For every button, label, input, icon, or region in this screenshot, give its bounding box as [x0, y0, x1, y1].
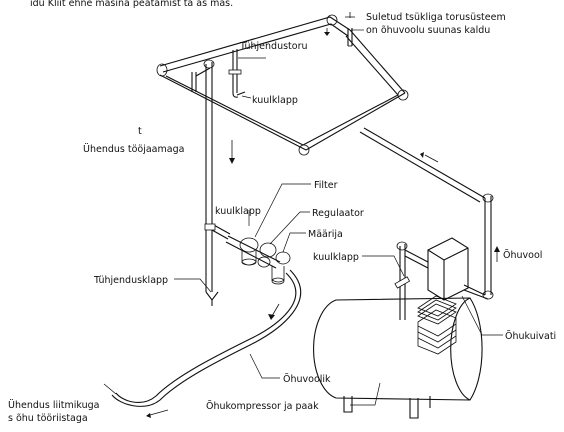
label-air-dryer: Õhukuivati: [505, 330, 556, 342]
left-connector: [195, 67, 211, 77]
label-ball-valve-top: kuulklapp: [252, 95, 298, 106]
frl-unit: [225, 235, 291, 285]
compressor-head: [417, 295, 457, 355]
label-closed-loop-2: on õhuvoolu suunas kaldu: [366, 25, 490, 36]
label-air-hose: Õhuvoolik: [283, 373, 331, 385]
left-drop: [191, 72, 197, 92]
air-dryer: [427, 237, 469, 301]
label-coupling-2: s õhu tööriistaga: [8, 413, 88, 424]
compressor-tank: [313, 297, 483, 419]
label-drain-valve: Tühjendusklapp: [93, 275, 168, 286]
right-riser: [359, 127, 494, 300]
tank-valve-pipe: [394, 241, 429, 320]
label-filter: Filter: [314, 180, 338, 191]
drain-pipe-drop: [228, 49, 246, 98]
header-text: idu Kliit ehne masina peatamist ta as ma…: [30, 0, 233, 9]
closed-loop-piping: [156, 12, 409, 156]
label-compressor-tank: Õhukompressor ja paak: [206, 400, 319, 412]
label-regulator: Regulaator: [312, 208, 364, 219]
down-arrow-head: [324, 32, 330, 36]
label-coupling-1: Ühendus liitmikuga: [8, 400, 99, 411]
label-airflow: Õhuvool: [503, 249, 542, 261]
label-ball-valve-left: kuulklapp: [215, 206, 261, 217]
label-drain-pipe: Tühjendustoru: [239, 41, 308, 52]
label-closed-loop-1: Suletud tsükliga torusüsteem: [366, 12, 506, 23]
label-ball-valve-right: kuulklapp: [313, 252, 359, 263]
workstation-drop: [203, 59, 231, 306]
stray-letter: t: [138, 126, 142, 137]
label-connection-workstation: Ühendus tööjaamaga: [83, 144, 184, 155]
air-hose: [103, 269, 302, 407]
label-gauge: Määrija: [308, 229, 343, 240]
